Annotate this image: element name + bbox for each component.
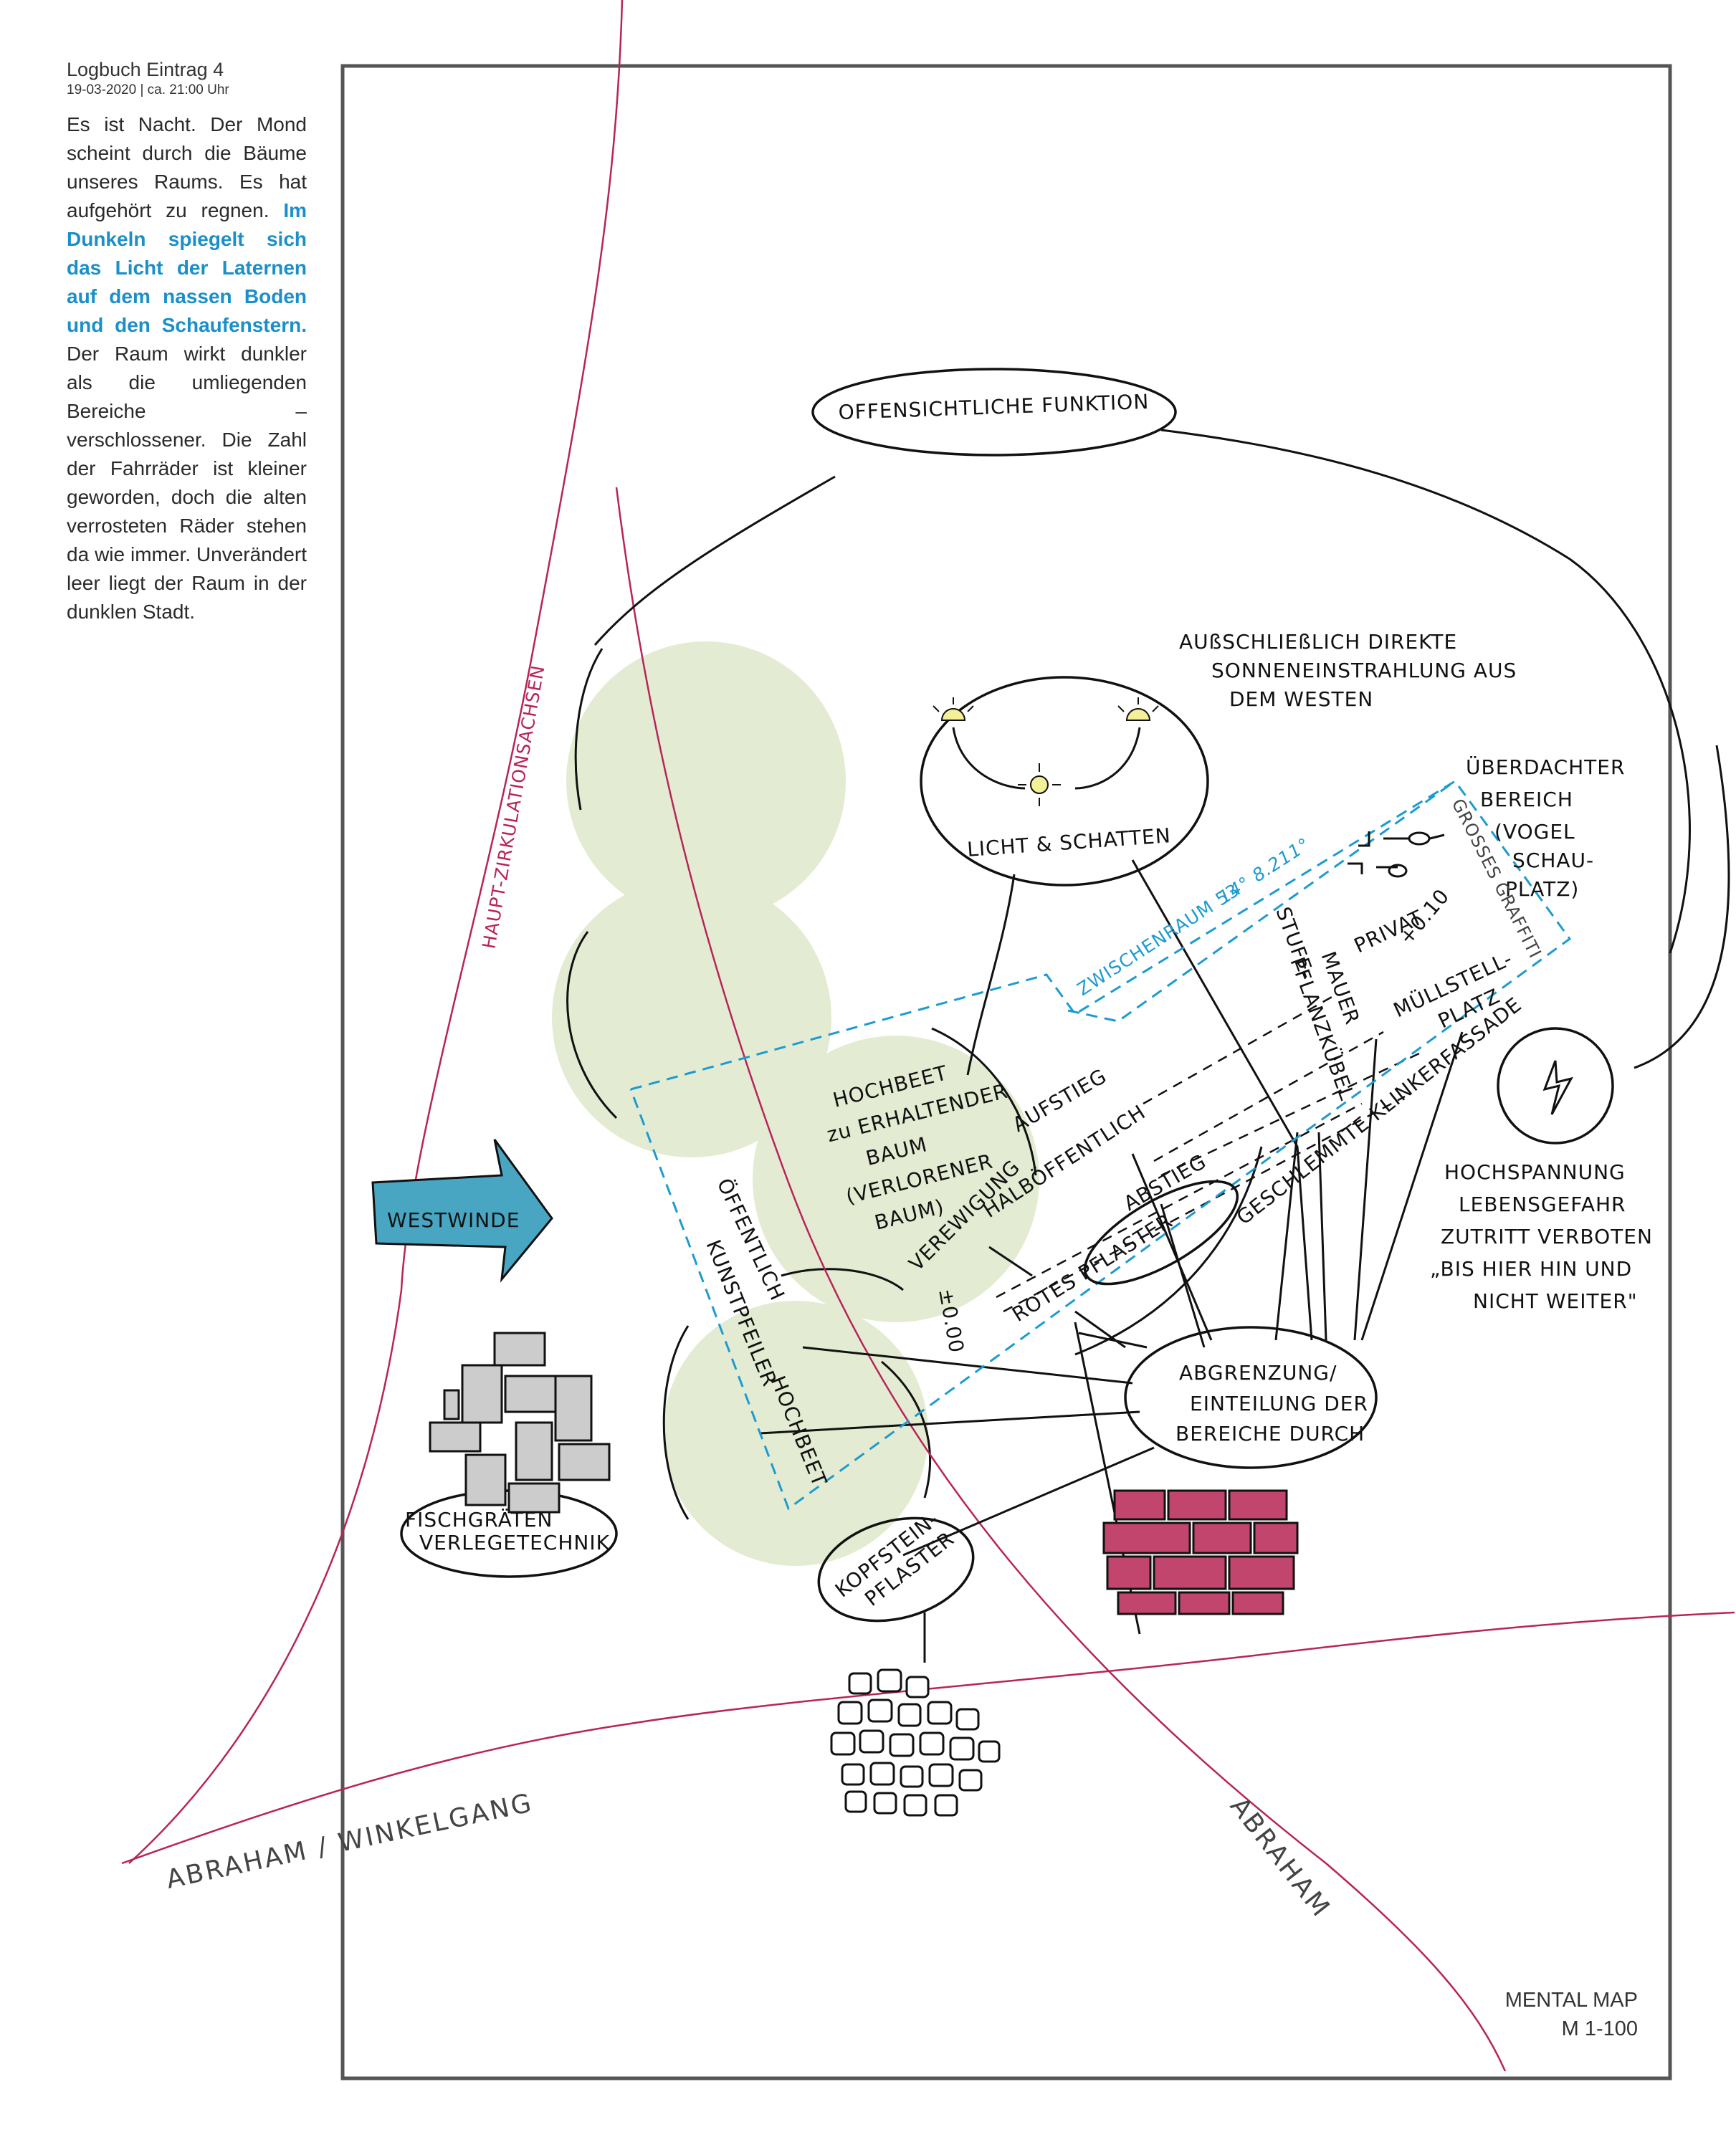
svg-text:14° 8.211°: 14° 8.211°	[1215, 833, 1315, 908]
tree-1	[566, 641, 846, 921]
lightning-icon	[1542, 1060, 1573, 1115]
bird-symbols	[1348, 831, 1445, 878]
brick-wall-icon	[1102, 1489, 1299, 1615]
svg-text:ABGRENZUNG/: ABGRENZUNG/	[1179, 1361, 1337, 1385]
svg-text:AUßSCHLIEßLICH DIREKTE: AUßSCHLIEßLICH DIREKTE	[1179, 630, 1457, 654]
label-abraham-winkelgang: ABRAHAM / WINKELGANG	[163, 1788, 535, 1895]
label-offensichtliche-funktion: OFFENSICHTLICHE FUNKTION	[838, 390, 1150, 424]
svg-text:VERLEGETECHNIK: VERLEGETECHNIK	[419, 1531, 610, 1554]
circulation-axes	[121, 0, 1735, 2072]
entry-date: 19-03-2020 | ca. 21:00 Uhr	[67, 82, 229, 97]
entry-highlight: Im Dunkeln spiegelt sich das Licht der L…	[67, 199, 307, 336]
label-mental-map: MENTAL MAP	[1505, 1989, 1638, 2012]
svg-text:(VOGEL: (VOGEL	[1494, 820, 1575, 844]
herringbone-paving-icon	[429, 1332, 611, 1514]
label-ueberdachter-bereich: ÜBERDACHTER BEREICH (VOGEL SCHAU- PLATZ)	[1466, 755, 1625, 901]
svg-text:LEBENSGEFAHR: LEBENSGEFAHR	[1459, 1193, 1626, 1216]
cobblestone-icon	[830, 1668, 1001, 1817]
label-hochspannung: HOCHSPANNUNG LEBENSGEFAHR ZUTRITT VERBOT…	[1430, 1160, 1653, 1313]
svg-text:FISCHGRÄTEN: FISCHGRÄTEN	[405, 1508, 553, 1532]
map-frame	[340, 64, 1672, 2080]
entry-text-2: Der Raum wirkt dunkler als die umliegend…	[67, 343, 307, 623]
trees	[552, 641, 1039, 1566]
svg-text:SONNENEINSTRAHLUNG AUS: SONNENEINSTRAHLUNG AUS	[1211, 659, 1517, 682]
wind-arrow-icon	[371, 1139, 553, 1283]
svg-text:HOCHSPANNUNG: HOCHSPANNUNG	[1444, 1160, 1626, 1184]
svg-text:ZWISCHENRAUM 53: ZWISCHENRAUM 53	[1073, 879, 1243, 1000]
tree-2	[552, 878, 831, 1157]
entry-text-1: Es ist Nacht. Der Mond scheint durch die…	[67, 113, 307, 221]
label-aufstieg: AUFSTIEG	[1008, 1064, 1111, 1137]
svg-text:„BIS HIER HIN UND: „BIS HIER HIN UND	[1430, 1257, 1632, 1281]
label-licht-schatten: LICHT & SCHATTEN	[966, 823, 1172, 861]
svg-text:DEM WESTEN: DEM WESTEN	[1229, 687, 1373, 711]
sun-icons	[933, 697, 1159, 806]
svg-text:PLATZ): PLATZ)	[1505, 877, 1579, 901]
zone-boundaries	[629, 779, 1572, 1511]
svg-text:EINTEILUNG DER: EINTEILUNG DER	[1190, 1392, 1368, 1415]
label-abgrenzung: ABGRENZUNG/ EINTEILUNG DER BEREICHE DURC…	[1175, 1361, 1368, 1446]
label-fischgraeten: FISCHGRÄTEN VERLEGETECHNIK	[405, 1508, 610, 1554]
label-massstab: M 1-100	[1562, 2017, 1638, 2040]
sun-icon	[1018, 763, 1061, 806]
label-rotes-pflaster: ROTES PFLASTER	[1008, 1209, 1177, 1327]
svg-text:BEREICH: BEREICH	[1480, 788, 1573, 811]
label-westwinde: WESTWINDE	[387, 1208, 520, 1232]
label-haupt-zirkulationsachsen: HAUPT-ZIRKULATIONSACHSEN	[478, 664, 548, 950]
svg-text:BEREICHE DURCH: BEREICHE DURCH	[1175, 1422, 1365, 1446]
journal-entry: Logbuch Eintrag 4 19-03-2020 | ca. 21:00…	[67, 57, 307, 626]
tree-4	[663, 1301, 928, 1566]
label-ausschliesslich: AUßSCHLIEßLICH DIREKTE SONNENEINSTRAHLUN…	[1179, 630, 1517, 711]
tree-3	[753, 1036, 1039, 1322]
svg-text:SCHAU-: SCHAU-	[1512, 849, 1594, 872]
entry-title: Logbuch Eintrag 4	[67, 59, 224, 80]
svg-text:ZUTRITT VERBOTEN: ZUTRITT VERBOTEN	[1441, 1225, 1653, 1248]
svg-text:NICHT WEITER": NICHT WEITER"	[1473, 1289, 1638, 1313]
entry-text: Es ist Nacht. Der Mond scheint durch die…	[67, 110, 307, 626]
sun-icon	[1117, 697, 1159, 721]
svg-text:ÜBERDACHTER: ÜBERDACHTER	[1466, 755, 1625, 779]
sun-icon	[933, 697, 974, 721]
